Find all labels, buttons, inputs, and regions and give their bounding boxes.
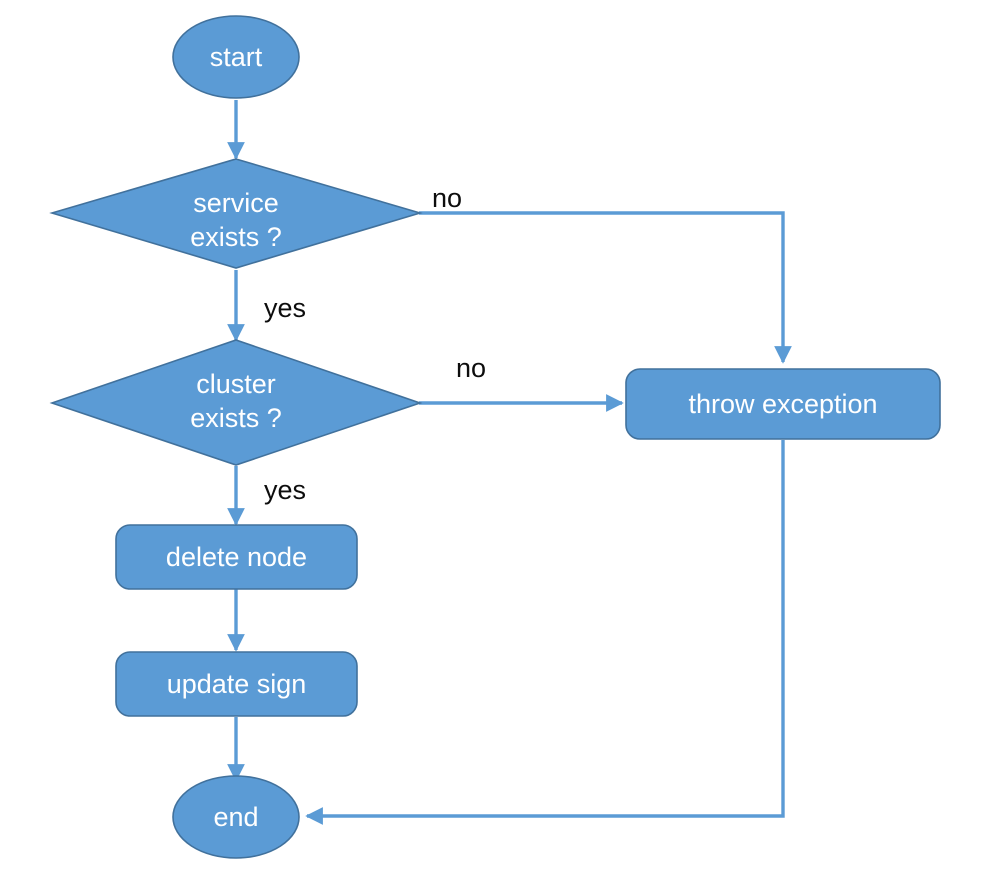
edge-label-cluster-no: no: [456, 353, 487, 383]
edge-throw-exception-to-end: [305, 440, 785, 825]
node-cluster-exists[interactable]: [49, 339, 423, 466]
node-service-exists[interactable]: [49, 158, 423, 269]
node-end[interactable]: [172, 775, 300, 859]
edge-label-service-no: no: [432, 183, 463, 213]
edge-label-service-yes: yes: [264, 293, 307, 323]
node-delete-node[interactable]: [115, 524, 358, 590]
node-start[interactable]: [172, 15, 300, 99]
node-throw-exception[interactable]: [625, 368, 941, 440]
edge-service-no-to-throw-exception: [419, 211, 792, 364]
node-update-sign[interactable]: [115, 651, 358, 717]
edge-label-cluster-yes: yes: [264, 475, 307, 505]
